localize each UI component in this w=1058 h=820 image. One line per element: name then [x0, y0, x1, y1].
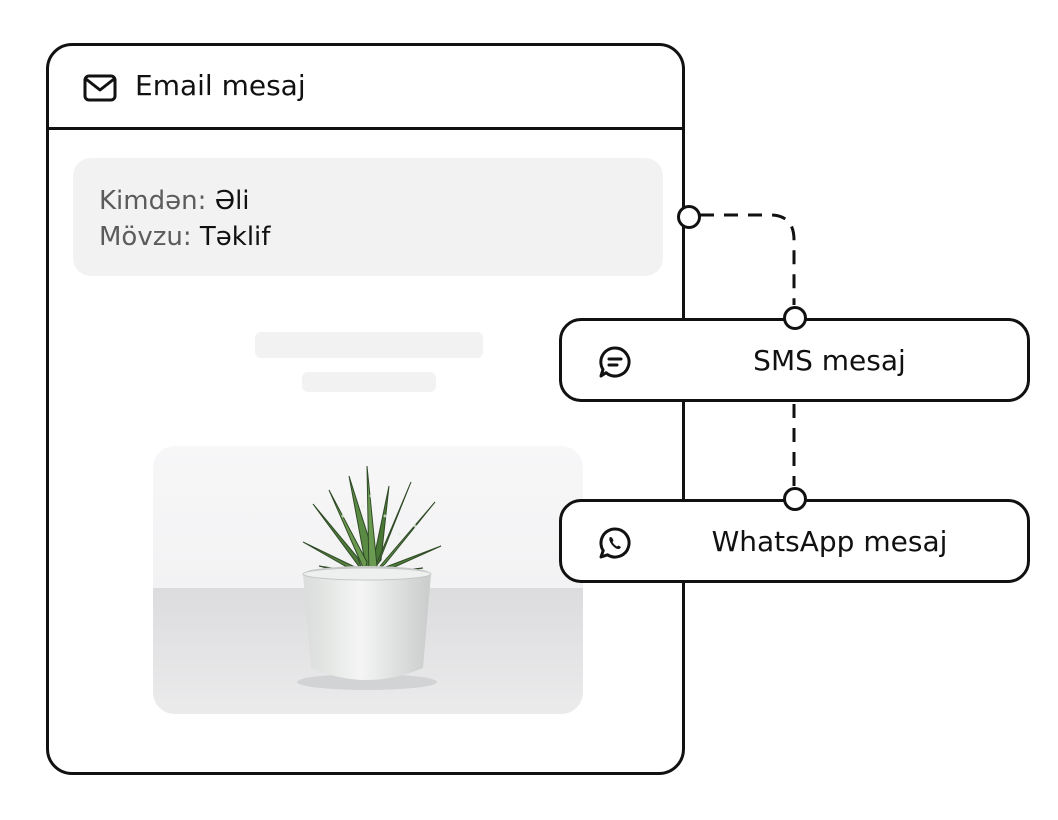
connector-node-email [677, 205, 701, 229]
subject-label: Mövzu: [99, 222, 192, 252]
envelope-icon [83, 74, 117, 102]
plant-photo [153, 446, 583, 714]
from-line: Kimdən: Əli [99, 184, 250, 218]
email-meta-box: Kimdən: Əli Mövzu: Təklif [73, 158, 663, 276]
sms-card: SMS mesaj [559, 318, 1030, 402]
chat-bubble-icon [598, 345, 632, 379]
email-title: Email mesaj [135, 69, 306, 102]
placeholder-line-2 [302, 372, 436, 392]
subject-value: Təklif [199, 222, 271, 252]
connector-email-to-sms [700, 213, 796, 305]
sms-label: SMS mesaj [753, 344, 906, 377]
whatsapp-icon [598, 526, 632, 560]
connector-node-whatsapp-top [783, 487, 807, 511]
whatsapp-label: WhatsApp mesaj [711, 525, 948, 558]
connector-node-sms-top [783, 306, 807, 330]
placeholder-line-1 [255, 332, 483, 358]
from-label: Kimdən: [99, 186, 207, 216]
whatsapp-card: WhatsApp mesaj [559, 499, 1030, 583]
email-header: Email mesaj [49, 46, 682, 130]
from-value: Əli [214, 186, 250, 216]
email-card: Email mesaj Kimdən: Əli Mövzu: Təklif [46, 43, 685, 775]
subject-line: Mövzu: Təklif [99, 220, 270, 254]
